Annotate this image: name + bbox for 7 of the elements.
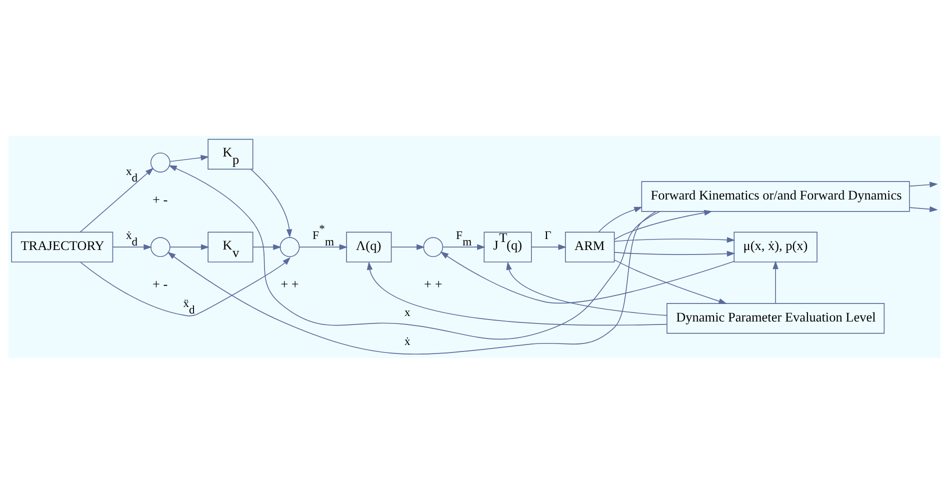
- edge-label: Γ: [544, 228, 552, 242]
- node-label: + +: [424, 276, 442, 291]
- edge-label: ẋ: [404, 334, 410, 348]
- node-label: + +: [280, 276, 299, 291]
- edge-label: x: [404, 306, 410, 319]
- node-label: + -: [152, 191, 168, 206]
- node-label: + -: [152, 276, 168, 291]
